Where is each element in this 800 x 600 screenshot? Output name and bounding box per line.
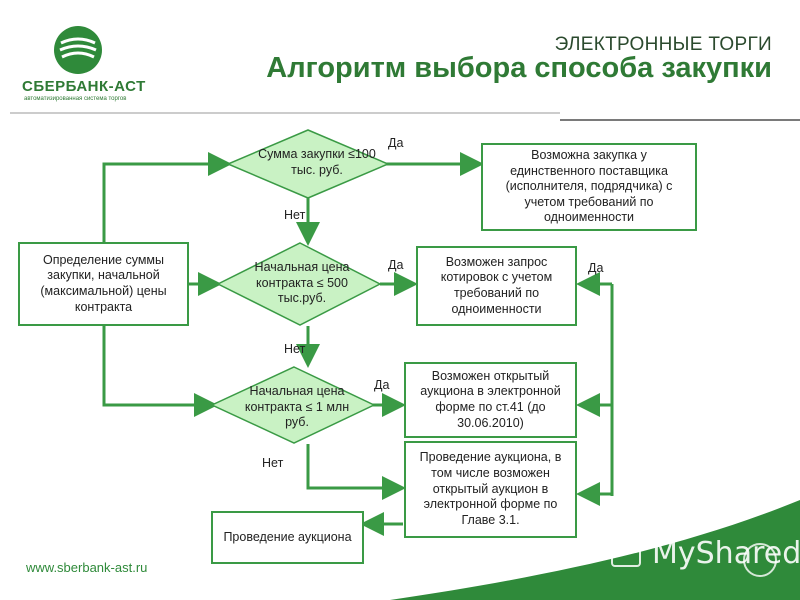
label-no-2: Нет <box>284 342 306 356</box>
decision-2-text: Начальная цена контракта ≤ 500 тыс.руб. <box>254 260 350 306</box>
outcome-final-auction: Проведение аукциона <box>211 511 364 564</box>
outcome-quote-request: Возможен запрос котировок с учетом требо… <box>416 246 577 326</box>
label-no-3: Нет <box>262 456 284 470</box>
decision-diamond-1 <box>226 129 390 199</box>
label-yes-1: Да <box>388 136 404 150</box>
sberbank-logo-icon <box>54 26 102 74</box>
label-no-1: Нет <box>284 208 306 222</box>
decision-diamond-2 <box>216 242 382 326</box>
label-yes-4: Да <box>374 378 390 392</box>
decision-1-text: Сумма закупки ≤100 тыс. руб. <box>258 147 376 177</box>
footer-url-link[interactable]: www.sberbank-ast.ru <box>26 560 148 575</box>
page-title: Алгоритм выбора способа закупки <box>266 52 772 84</box>
outcome-single-supplier: Возможна закупка у единственного поставщ… <box>481 143 697 231</box>
logo-name: СБЕРБАНК-АСТ <box>22 78 146 95</box>
page-subtitle: ЭЛЕКТРОННЫЕ ТОРГИ <box>554 34 772 55</box>
label-yes-2: Да <box>388 258 404 272</box>
label-yes-3: Да <box>588 261 604 275</box>
outcome-auction-ch31: Проведение аукциона, в том числе возможе… <box>404 441 577 538</box>
watermark-logo-icon <box>743 543 777 577</box>
logo-tagline: автоматизированная система торгов <box>24 96 127 102</box>
arrow-start-to-d3 <box>102 326 218 417</box>
footer-swoosh <box>390 500 800 600</box>
decision-3-text: Начальная цена контракта ≤ 1 млн руб. <box>244 384 350 430</box>
arrow-start-to-d1 <box>102 152 232 242</box>
decision-diamond-3 <box>210 366 376 444</box>
watermark-screen-icon <box>611 545 641 567</box>
watermark-text: MyShared <box>652 536 800 571</box>
start-box: Определение суммы закупки, начальной (ма… <box>18 242 189 326</box>
arrow-d3-no <box>306 444 406 500</box>
outcome-open-auction-41: Возможен открытый аукциона в электронной… <box>404 362 577 438</box>
